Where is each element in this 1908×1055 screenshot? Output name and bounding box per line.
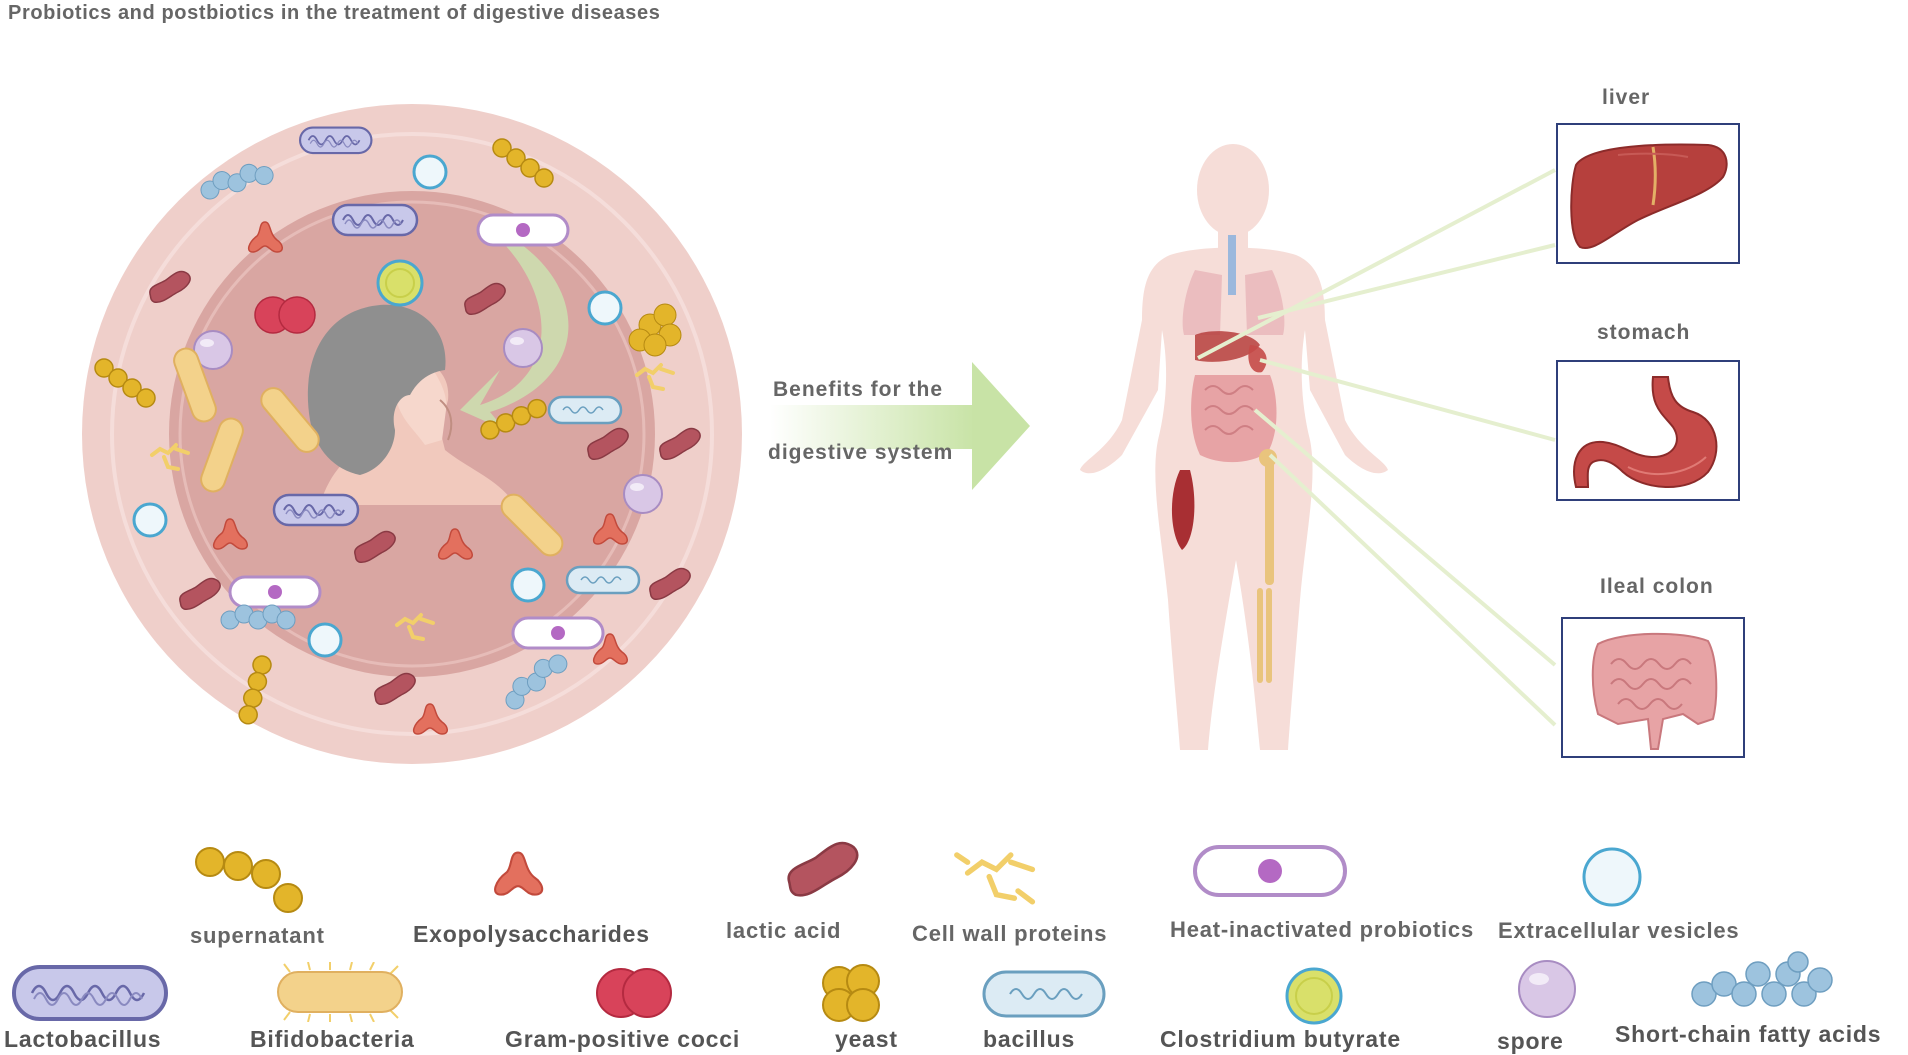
lactobacillus-icon <box>12 965 168 1021</box>
legend-supernatant: supernatant <box>190 923 325 948</box>
legend-scfa: Short-chain fatty acids <box>1615 1021 1882 1047</box>
legend-heat-inactivated: Heat-inactivated probiotics <box>1170 917 1474 942</box>
exopolysaccharides-icon <box>494 851 544 896</box>
legend-spore: spore <box>1497 1028 1564 1054</box>
stomach-image <box>1573 376 1718 489</box>
heat-inactivated-icon <box>1193 845 1347 897</box>
connector-lines <box>1197 168 1557 727</box>
colon-panel <box>1561 617 1745 758</box>
arrow-text-line1: Benefits for the <box>773 378 944 401</box>
legend-bacillus: bacillus <box>983 1026 1076 1052</box>
legend-lactobacillus: Lactobacillus <box>4 1026 162 1052</box>
yeast-icon <box>822 964 880 1022</box>
bifidobacteria-icon <box>277 962 403 1022</box>
bacillus-icon <box>982 970 1106 1018</box>
extracellular-vesicles-icon <box>1582 847 1642 907</box>
legend-lactic-acid: lactic acid <box>726 918 842 943</box>
stomach-panel <box>1556 360 1740 501</box>
curved-arrow <box>460 240 569 430</box>
spore-icon <box>1518 960 1576 1018</box>
lactic-acid-icon <box>787 841 859 897</box>
supernatant-icon <box>195 847 303 913</box>
legend-exopolysaccharides: Exopolysaccharides <box>413 921 650 947</box>
benefits-arrow <box>770 362 1030 490</box>
gram-positive-cocci-icon <box>596 968 672 1018</box>
arrow-text-line2: digestive system <box>768 441 954 464</box>
legend-cell-wall-proteins: Cell wall proteins <box>912 921 1108 946</box>
liver-image <box>1570 143 1728 250</box>
colon-image <box>1591 632 1718 750</box>
liver-panel <box>1556 123 1740 264</box>
human-body <box>1080 144 1388 750</box>
legend-yeast: yeast <box>835 1026 898 1052</box>
scfa-icon <box>1691 951 1833 1007</box>
organ-label-stomach: stomach <box>1597 321 1691 344</box>
cell-wall-proteins-icon <box>954 852 1036 905</box>
microbes-in-circle <box>94 126 701 735</box>
legend-gram-positive-cocci: Gram-positive cocci <box>505 1026 741 1052</box>
organ-label-colon: Ileal colon <box>1600 575 1714 598</box>
legend-bifidobacteria: Bifidobacteria <box>250 1026 415 1052</box>
clostridium-butyrate-icon <box>1285 967 1343 1025</box>
organ-label-liver: liver <box>1602 86 1651 109</box>
head-silhouette <box>307 304 515 505</box>
legend-extracellular-vesicles: Extracellular vesicles <box>1498 918 1740 943</box>
legend-clostridium-butyrate: Clostridium butyrate <box>1160 1026 1401 1052</box>
figure-title: Probiotics and postbiotics in the treatm… <box>8 2 661 24</box>
